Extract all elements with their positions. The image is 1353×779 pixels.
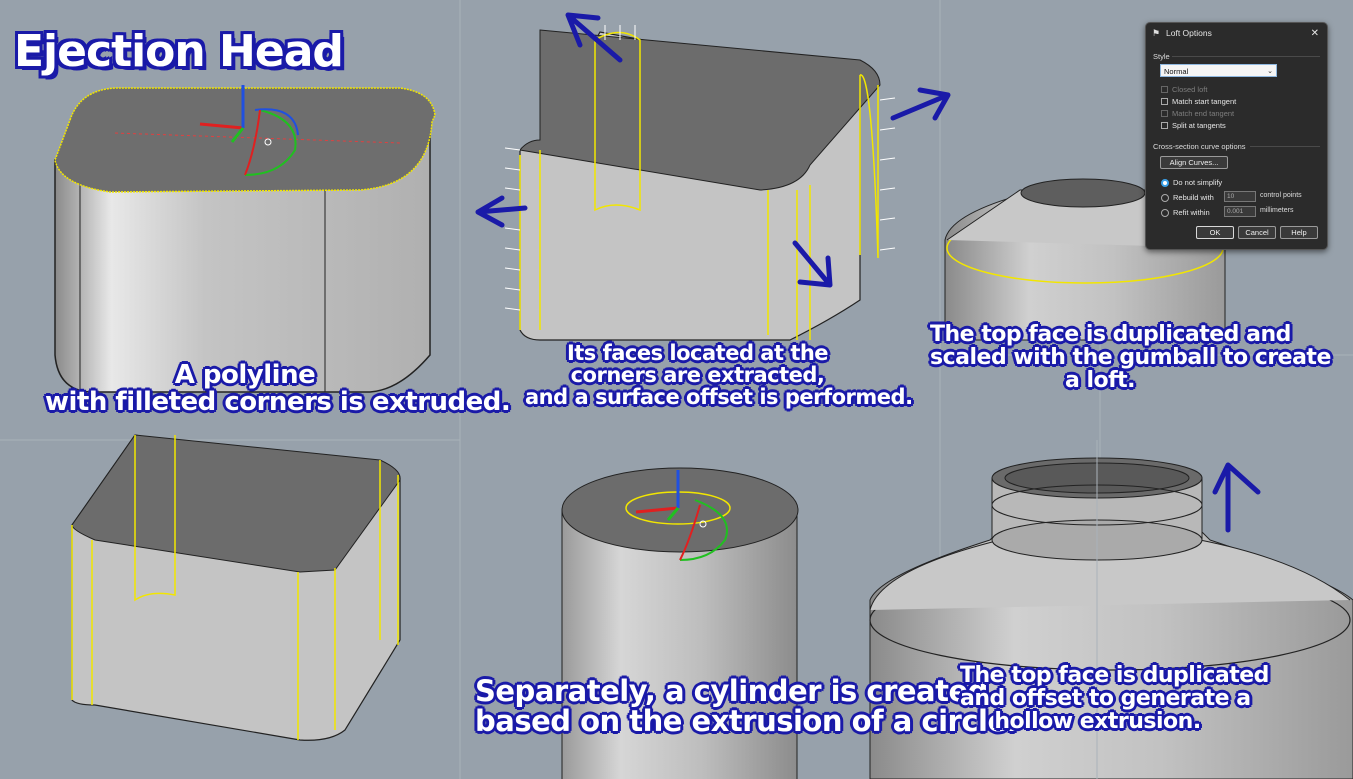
match-end-tangent-checkbox[interactable]: Match end tangent <box>1161 109 1234 118</box>
cancel-button[interactable]: Cancel <box>1238 226 1276 239</box>
close-icon[interactable]: ✕ <box>1310 27 1319 39</box>
cross-section-label: Cross-section curve options <box>1153 142 1246 151</box>
style-select[interactable]: Normal ⌄ <box>1160 64 1277 77</box>
dialog-title: Loft Options <box>1166 28 1212 38</box>
caption-panel4: Separately, a cylinder is created based … <box>475 674 1018 739</box>
do-not-simplify-radio[interactable]: Do not simplify <box>1161 178 1222 187</box>
control-points-label: control points <box>1260 192 1302 199</box>
profile-box <box>71 434 401 741</box>
caption-panel5: The top face is duplicated and offset to… <box>960 663 1269 735</box>
normal-arrows <box>504 25 896 311</box>
split-at-tangents-checkbox[interactable]: Split at tangents <box>1161 121 1226 130</box>
page-title: Ejection Head <box>14 26 344 77</box>
rhino-logo-icon: ⚑ <box>1152 28 1161 38</box>
rebuild-points-field[interactable]: 10 <box>1224 191 1256 202</box>
caption-panel1: A polyline with filleted corners is extr… <box>45 360 511 418</box>
closed-loft-checkbox[interactable]: Closed loft <box>1161 85 1207 94</box>
refit-tolerance-field[interactable]: 0.001 <box>1224 206 1256 217</box>
ok-button[interactable]: OK <box>1196 226 1234 239</box>
refit-within-radio[interactable]: Refit within <box>1161 208 1210 217</box>
hollow-extrusion <box>869 440 1353 779</box>
chevron-down-icon: ⌄ <box>1267 68 1273 75</box>
rebuild-with-radio[interactable]: Rebuild with <box>1161 193 1214 202</box>
annotation-arrows <box>475 12 1261 533</box>
caption-panel2: Its faces located at the corners are ext… <box>525 341 913 410</box>
align-curves-button[interactable]: Align Curves... <box>1160 156 1228 169</box>
extruded-box <box>54 85 436 393</box>
dialog-titlebar[interactable]: ⚑ Loft Options ✕ <box>1146 23 1327 43</box>
help-button[interactable]: Help <box>1280 226 1318 239</box>
style-label: Style <box>1153 52 1170 61</box>
match-start-tangent-checkbox[interactable]: Match start tangent <box>1161 97 1236 106</box>
loft-options-dialog: ⚑ Loft Options ✕ Style Normal ⌄ Closed l… <box>1145 22 1328 250</box>
cylinder <box>561 467 799 779</box>
extracted-faces <box>504 25 896 341</box>
millimeters-label: millimeters <box>1260 207 1294 214</box>
caption-panel3: The top face is duplicated and scaled wi… <box>930 322 1331 394</box>
